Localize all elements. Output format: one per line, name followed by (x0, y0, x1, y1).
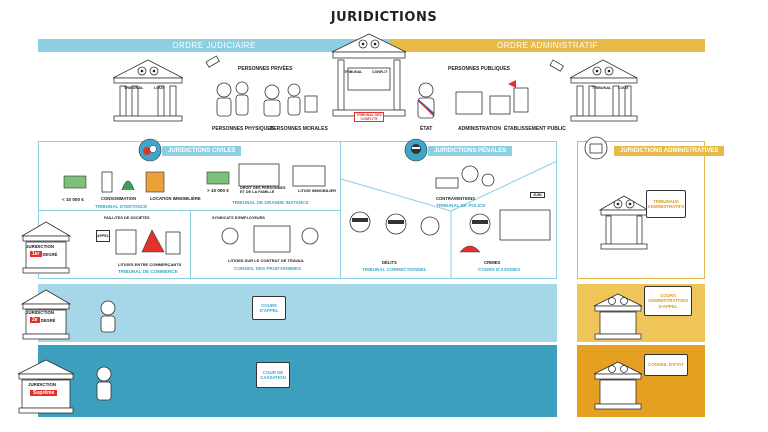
admin-icon (584, 136, 608, 160)
second-degree-number: 2e (30, 317, 40, 323)
delits-illustration (349, 211, 440, 236)
cours-appel-sign: COURS D'APPEL (252, 296, 286, 320)
juridictions-penales-header: JURIDICTIONS PÉNALES (428, 146, 513, 156)
right-building-sign-1: TRIBUNAL (592, 86, 612, 90)
litige-immobilier-label: LITIGE IMMOBILIER (298, 188, 336, 193)
juridictions-civiles-header: JURIDICTIONS CIVILES (162, 146, 242, 156)
second-degree-suffix: DEGRÉ (40, 317, 56, 323)
private-persons-illustration (216, 81, 318, 117)
first-degree-word: JURIDICTION (26, 244, 55, 249)
administration-label: ADMINISTRATION (458, 126, 501, 132)
conseil-etat-building (593, 361, 643, 410)
instance-illustration (63, 171, 165, 193)
personnes-publiques-label: PERSONNES PUBLIQUES (448, 66, 510, 72)
tribunal-grande-instance-label: TRIBUNAL DE GRANDE INSTANCE (232, 200, 309, 205)
second-degree-tag: 2e DEGRÉ (30, 317, 55, 323)
civil-penal-divider (340, 141, 341, 279)
first-degree-number: 1er (30, 251, 42, 257)
tribunal-commerce-label: TRIBUNAL DE COMMERCE (118, 269, 178, 274)
center-building-sign-1: TRIBUNAL (344, 70, 363, 74)
supreme-building (17, 359, 75, 414)
left-building-sign-1: TRIBUNAL (124, 86, 144, 90)
cour-cassation-row (38, 345, 557, 417)
location-immobiliere-label: LOCATION IMMOBILIÈRE (150, 196, 201, 201)
public-persons-illustration (417, 80, 529, 119)
delits-label: DÉLITS (382, 260, 397, 265)
center-building-sign-2: CONFLIT (372, 70, 388, 74)
supreme-word: JURIDICTION (28, 382, 57, 387)
conseil-etat-sign: CONSEIL D'ÉTAT (644, 354, 688, 376)
commerce-prudhommes-divider (190, 210, 191, 279)
etablissement-public-label: ÉTABLISSEMENT PUBLIC (504, 126, 566, 132)
etat-label: ÉTAT (420, 126, 433, 132)
amount-lt-10000: < 10 000 € (62, 197, 84, 202)
conseil-etat-label: CONSEIL D'ÉTAT (648, 362, 684, 368)
juin-tag: JUIN (530, 192, 545, 198)
caa-label: COURS ADMINISTRATIVES D'APPEL (648, 293, 688, 309)
penal-icon (404, 138, 428, 162)
first-degree-tag: 1er DEGRÉ (30, 251, 57, 257)
consommation-label: CONSOMMATION (101, 196, 137, 201)
crimes-label: CRIMES (484, 260, 501, 265)
tribunal-des-conflits-plate: TRIBUNAL DES CONFLITS (354, 112, 384, 123)
first-degree-suffix: DEGRÉ (42, 251, 58, 257)
cour-cassation-sign: COUR DE CASSATION (256, 362, 290, 388)
tribunal-police-label: TRIBUNAL DE POLICE (436, 203, 486, 208)
police-illustration (435, 165, 495, 189)
ordre-administratif-band: ORDRE ADMINISTRATIF (390, 39, 705, 52)
juridictions-administratives-header: JURIDICTIONS ADMINISTRATIVES (614, 146, 725, 156)
litiges-commercants-label: LITIGES ENTRE COMMERÇANTS (118, 262, 182, 267)
syndicats-label: SYNDICATS D'EMPLOYEURS (212, 216, 265, 220)
civil-row-divider (38, 210, 340, 211)
supreme-tag: Suprême (30, 390, 58, 396)
personnes-privees-label: PERSONNES PRIVÉES (238, 66, 293, 72)
conseil-prudhommes-label: CONSEIL DES PRUD'HOMMES (234, 266, 302, 271)
left-court-building-illustration (112, 55, 220, 122)
second-degree-word: JURIDICTION (26, 310, 55, 315)
prudhommes-illustration (221, 225, 319, 253)
penal-dividers (340, 160, 558, 279)
personnes-physiques-label: PERSONNES PHYSIQUES (212, 126, 274, 132)
caa-building (593, 293, 643, 340)
tribunaux-administratifs-sign: TRIBUNAUX ADMINISTRATIFS (646, 190, 686, 218)
commerce-illustration (115, 229, 181, 255)
tribunal-instance-label: TRIBUNAL D'INSTANCE (95, 204, 148, 209)
grande-instance-illustration (206, 163, 326, 187)
page-title: JURIDICTIONS (330, 10, 438, 25)
appel-person-illustration (100, 300, 116, 333)
assises-illustration (459, 209, 551, 253)
faillites-label: FAILLITES DE SOCIÉTÉS (104, 216, 150, 220)
cassation-person-illustration (96, 366, 112, 401)
civil-icon (138, 138, 162, 162)
personnes-morales-label: PERSONNES MORALES (270, 126, 328, 132)
droit-des-personnes-label: DROIT DES PERSONNES ET DE LA FAMILLE (240, 186, 286, 195)
caa-sign: COURS ADMINISTRATIVES D'APPEL (644, 286, 692, 316)
cours-appel-row (38, 284, 557, 342)
right-building-sign-2: LOUX (618, 86, 629, 90)
amount-gt-10000: > 10 000 € (207, 188, 229, 193)
contraventions-label: CONTRAVENTIONS (436, 196, 476, 201)
ordre-judiciaire-band: ORDRE JUDICIAIRE (38, 39, 390, 52)
appel-sign: APPEL (96, 230, 110, 242)
cours-appel-label: COURS D'APPEL (259, 302, 279, 313)
left-building-sign-2: LOUX (154, 86, 165, 90)
tribunal-administratif-building (598, 195, 650, 250)
cour-cassation-label: COUR DE CASSATION (260, 369, 286, 380)
tribunal-correctionnel-label: TRIBUNAL CORRECTIONNEL (362, 267, 427, 272)
right-court-building-illustration (549, 59, 638, 122)
second-degree-building (20, 289, 72, 340)
cours-assises-label: COURS D'ASSISES (478, 267, 521, 272)
litiges-travail-label: LITIGES SUR LE CONTRAT DE TRAVAIL (228, 258, 305, 263)
tribunaux-administratifs-label: TRIBUNAUX ADMINISTRATIFS (647, 198, 685, 209)
admin-first-degree-frame (577, 141, 705, 279)
